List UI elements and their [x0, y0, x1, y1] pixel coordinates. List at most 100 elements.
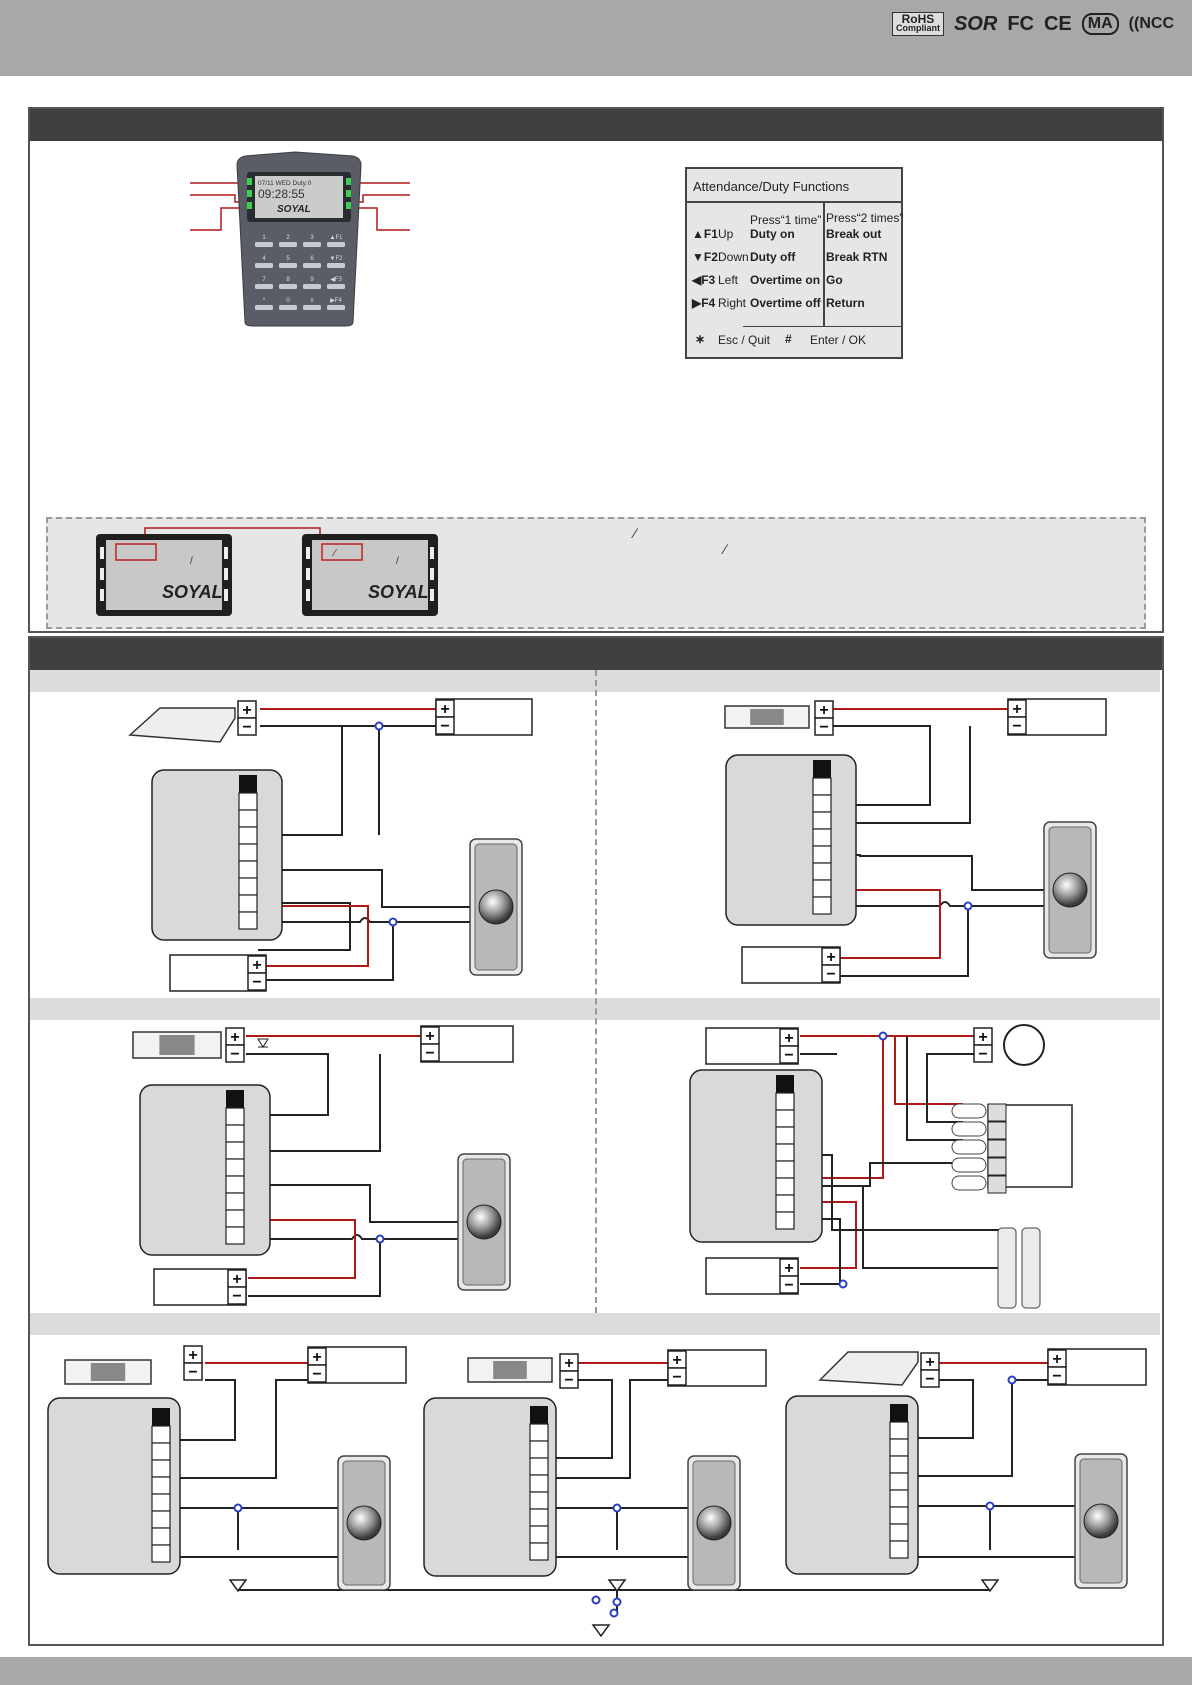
- controller-terminal: [812, 845, 832, 864]
- rohs-logo: RoHS Compliant: [891, 12, 944, 36]
- wire-junction: [612, 1503, 622, 1513]
- minus-sign: −: [819, 719, 828, 736]
- minus-terminal: [183, 1362, 203, 1381]
- lcd-screen-left: / SOYAL: [96, 534, 232, 616]
- keypad-key: [279, 242, 297, 247]
- keypad-key-label: ▶F4: [330, 298, 342, 304]
- controller-terminal: [225, 1141, 245, 1160]
- controller-terminal: [238, 843, 258, 862]
- keypad-key-label: 3: [310, 235, 314, 241]
- minus-terminal: [1047, 1366, 1067, 1385]
- controller-terminal: [225, 1158, 245, 1177]
- keypad-key: [303, 242, 321, 247]
- page-footer: [0, 1657, 1192, 1685]
- relay-terminal: [987, 1157, 1007, 1176]
- controller-terminal: [151, 1459, 171, 1478]
- controller-indicator: [152, 1408, 170, 1426]
- controller-terminal: [889, 1455, 909, 1474]
- minus-terminal: [559, 1370, 579, 1389]
- table-footer-divider: [743, 326, 901, 327]
- plus-sign: +: [312, 1349, 321, 1366]
- minus-terminal: [237, 717, 257, 736]
- column-divider: [595, 670, 597, 1313]
- minus-terminal: [420, 1043, 440, 1062]
- keypad-key-label: ◀F3: [330, 277, 342, 283]
- minus-terminal: [225, 1044, 245, 1063]
- minus-sign: −: [188, 1364, 197, 1381]
- plus-sign: +: [425, 1028, 434, 1045]
- keypad-key-label: 1: [262, 235, 266, 241]
- relay-terminal: [987, 1121, 1007, 1140]
- controller-indicator: [239, 775, 257, 793]
- diode-icon: [257, 1038, 269, 1048]
- wire-junction: [388, 917, 398, 927]
- minus-terminal: [779, 1275, 799, 1294]
- minus-sign: −: [232, 1288, 241, 1305]
- controller-terminal: [529, 1440, 549, 1459]
- page-header: RoHS Compliant SOR FC CE MA ((NCC: [0, 0, 1192, 76]
- wire-junction: [985, 1501, 995, 1511]
- exit-button-knob: [478, 889, 514, 925]
- lcd-status-line: 07/11 WED Duty:0: [258, 180, 312, 187]
- press-once-function: Overtime on: [750, 273, 821, 287]
- lcd-left-brand: SOYAL: [162, 582, 223, 602]
- keypad-key-label: 9: [310, 277, 314, 283]
- controller-terminal: [225, 1226, 245, 1245]
- controller-terminal: [889, 1540, 909, 1559]
- controller-terminal: [225, 1192, 245, 1211]
- minus-sign: −: [978, 1046, 987, 1063]
- minus-sign: −: [440, 718, 449, 735]
- wire-junction: [878, 1031, 888, 1041]
- keypad-key: [255, 242, 273, 247]
- relay-label-bubble: [951, 1175, 987, 1191]
- controller-terminal: [151, 1544, 171, 1563]
- ce-logo: CE: [1043, 12, 1072, 35]
- minus-sign: −: [826, 966, 835, 983]
- press-once-function: Duty on: [750, 227, 795, 241]
- plus-sign: +: [784, 1030, 793, 1047]
- controller-terminal: [812, 879, 832, 898]
- direction-label: Left: [718, 273, 739, 287]
- plus-sign: +: [440, 701, 449, 718]
- keypad-key-label: 7: [262, 277, 266, 283]
- minus-sign: −: [230, 1046, 239, 1063]
- keypad-key: [303, 284, 321, 289]
- wire-junction: [374, 721, 384, 731]
- keypad-key: [327, 242, 345, 247]
- controller-terminal: [812, 896, 832, 915]
- plus-sign: +: [188, 1347, 197, 1364]
- controller-terminal: [529, 1508, 549, 1527]
- controller-terminal: [238, 860, 258, 879]
- keypad-key: [279, 284, 297, 289]
- controller-terminal: [151, 1493, 171, 1512]
- minus-sign: −: [1052, 1368, 1061, 1385]
- controller-terminal: [225, 1175, 245, 1194]
- press-twice-function: Break out: [826, 227, 882, 241]
- ground-symbol: [607, 1579, 627, 1593]
- lcd-brand: SOYAL: [277, 204, 311, 215]
- keypad-key: [327, 284, 345, 289]
- minus-sign: −: [242, 719, 251, 736]
- minus-terminal: [227, 1286, 247, 1305]
- controller-terminal: [529, 1491, 549, 1510]
- plus-sign: +: [925, 1354, 934, 1371]
- controller-terminal: [529, 1457, 549, 1476]
- controller-terminal: [812, 794, 832, 813]
- controller-terminal: [529, 1423, 549, 1442]
- minus-terminal: [973, 1044, 993, 1063]
- plus-sign: +: [784, 1260, 793, 1277]
- wiring-title-bar: [30, 638, 1162, 670]
- wiring-panel: [28, 636, 1164, 1646]
- magnetic-lock-bottom-body: [493, 1361, 527, 1379]
- minus-sign: −: [925, 1371, 934, 1388]
- keypad-key: [303, 263, 321, 268]
- direction-label: Up: [718, 227, 734, 241]
- wire-junction: [838, 1279, 848, 1289]
- controller-unit: [423, 1397, 557, 1577]
- minus-sign: −: [784, 1277, 793, 1294]
- controller-terminal: [238, 826, 258, 845]
- controller-indicator: [226, 1090, 244, 1108]
- svg-text:/: /: [396, 556, 399, 567]
- controller-terminal: [775, 1126, 795, 1145]
